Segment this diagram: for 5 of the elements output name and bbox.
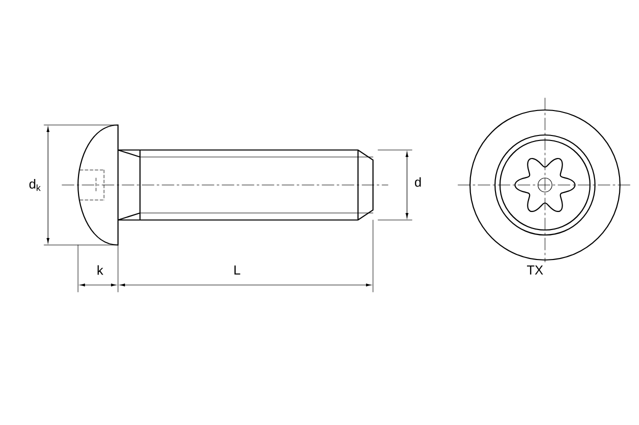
dimension-label: d bbox=[414, 177, 421, 187]
dimension-label: TX bbox=[527, 266, 544, 274]
dimension-label: d$_{k}$ bbox=[29, 179, 41, 191]
dimension-label: k bbox=[98, 265, 104, 275]
dimension-label: L bbox=[234, 266, 240, 274]
